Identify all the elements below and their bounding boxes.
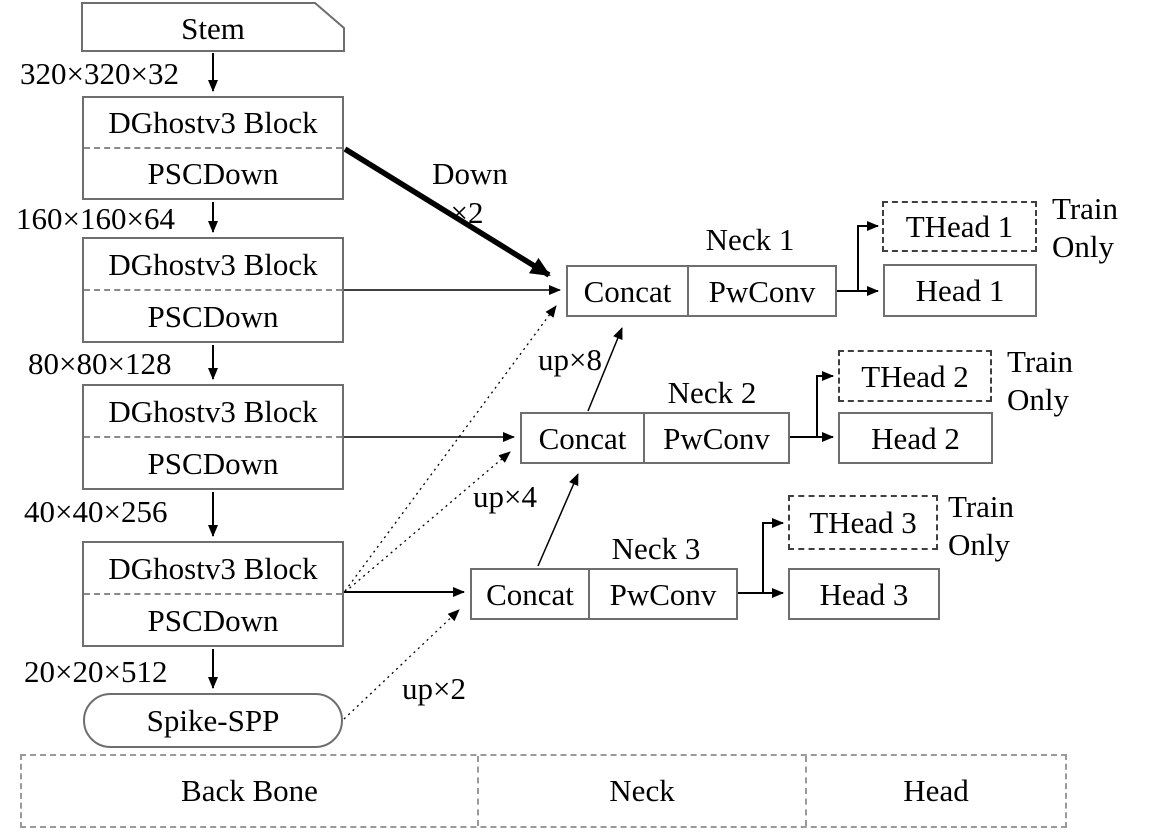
train-only-2-line1: Train bbox=[1007, 344, 1074, 379]
dim-label-160: 160×160×64 bbox=[16, 201, 175, 236]
neck3-group: Concat PwConv bbox=[470, 568, 738, 620]
up8-arrow-label: up×8 bbox=[538, 342, 602, 377]
pscdown-2-label: PSCDown bbox=[147, 298, 279, 334]
train-only-1-line1: Train bbox=[1052, 191, 1119, 226]
backbone-block-2: DGhostv3 Block PSCDown bbox=[82, 237, 344, 343]
thead3-node: THead 3 bbox=[788, 495, 938, 550]
head2-node: Head 2 bbox=[838, 412, 993, 464]
dghostv3-block-3-label: DGhostv3 Block bbox=[84, 386, 342, 438]
train-only-note-1: Train Only bbox=[1052, 190, 1118, 266]
train-only-3-line1: Train bbox=[948, 489, 1015, 524]
arrow-neck2-to-neck1 bbox=[587, 327, 623, 412]
arrow-neck1-to-thead1 bbox=[857, 221, 879, 291]
arrow-up-x8 bbox=[344, 305, 557, 592]
train-only-1-line2: Only bbox=[1052, 229, 1114, 264]
dghostv3-block-4-label: DGhostv3 Block bbox=[84, 543, 342, 595]
neck2-group: Concat PwConv bbox=[520, 412, 790, 464]
pscdown-1-label: PSCDown bbox=[147, 156, 279, 191]
arrow-up-x2 bbox=[343, 609, 460, 720]
spike-spp-label: Spike-SPP bbox=[146, 703, 280, 738]
neck3-title: Neck 3 bbox=[611, 531, 701, 566]
dim-label-80: 80×80×128 bbox=[28, 346, 172, 381]
dim-label-320: 320×320×32 bbox=[20, 56, 179, 91]
head3-label: Head 3 bbox=[819, 576, 909, 612]
neck2-title: Neck 2 bbox=[667, 375, 757, 410]
arrow-neck3-to-neck2 bbox=[537, 473, 579, 567]
section-head: Head bbox=[903, 773, 969, 808]
section-backbone: Back Bone bbox=[22, 756, 479, 826]
backbone-block-4: DGhostv3 Block PSCDown bbox=[82, 541, 344, 647]
arrow-down-x2 bbox=[343, 146, 551, 278]
train-only-note-2: Train Only bbox=[1007, 343, 1073, 419]
spike-spp-node: Spike-SPP bbox=[83, 693, 343, 748]
dim-label-20: 20×20×512 bbox=[24, 654, 168, 689]
thead2-label: THead 2 bbox=[861, 358, 969, 394]
neck2-concat: Concat bbox=[522, 414, 645, 462]
neck1-pwconv: PwConv bbox=[708, 273, 816, 309]
head1-label: Head 1 bbox=[915, 273, 1005, 308]
section-neck: Neck bbox=[479, 756, 807, 826]
train-only-2-line2: Only bbox=[1007, 382, 1069, 417]
up2-arrow-label: up×2 bbox=[402, 671, 466, 706]
neck1-concat: Concat bbox=[568, 267, 689, 315]
backbone-block-1: DGhostv3 Block PSCDown bbox=[82, 96, 344, 200]
pscdown-3-label: PSCDown bbox=[147, 445, 279, 481]
thead1-node: THead 1 bbox=[882, 201, 1037, 252]
train-only-note-3: Train Only bbox=[948, 488, 1014, 564]
dghostv3-block-1-label: DGhostv3 Block bbox=[84, 98, 342, 149]
neck3-concat: Concat bbox=[472, 570, 590, 618]
pscdown-4-label: PSCDown bbox=[147, 602, 279, 638]
stem-node-label: Stem bbox=[181, 11, 245, 46]
thead3-label: THead 3 bbox=[809, 505, 917, 540]
section-band: Back Bone Neck Head bbox=[20, 754, 1067, 828]
neck1-title: Neck 1 bbox=[705, 222, 795, 257]
neck1-group: Concat PwConv bbox=[566, 265, 837, 317]
down-arrow-label: Down bbox=[432, 156, 508, 191]
head3-node: Head 3 bbox=[788, 568, 940, 620]
thead1-label: THead 1 bbox=[905, 209, 1014, 244]
neck3-pwconv: PwConv bbox=[609, 576, 717, 612]
stem-box-shape bbox=[81, 2, 345, 52]
neck2-pwconv: PwConv bbox=[663, 420, 770, 456]
thead2-node: THead 2 bbox=[838, 350, 992, 402]
train-only-3-line2: Only bbox=[948, 527, 1010, 562]
head1-node: Head 1 bbox=[883, 264, 1037, 317]
down-factor-label: ×2 bbox=[450, 195, 484, 230]
up4-arrow-label: up×4 bbox=[473, 479, 537, 514]
head2-label: Head 2 bbox=[871, 420, 960, 456]
arrow-neck3-to-thead3 bbox=[762, 518, 784, 593]
dim-label-40: 40×40×256 bbox=[24, 494, 168, 529]
dghostv3-block-2-label: DGhostv3 Block bbox=[84, 239, 342, 291]
arrow-up-x4 bbox=[344, 451, 511, 593]
backbone-block-3: DGhostv3 Block PSCDown bbox=[82, 384, 344, 490]
arrow-neck2-to-thead2 bbox=[816, 371, 834, 437]
